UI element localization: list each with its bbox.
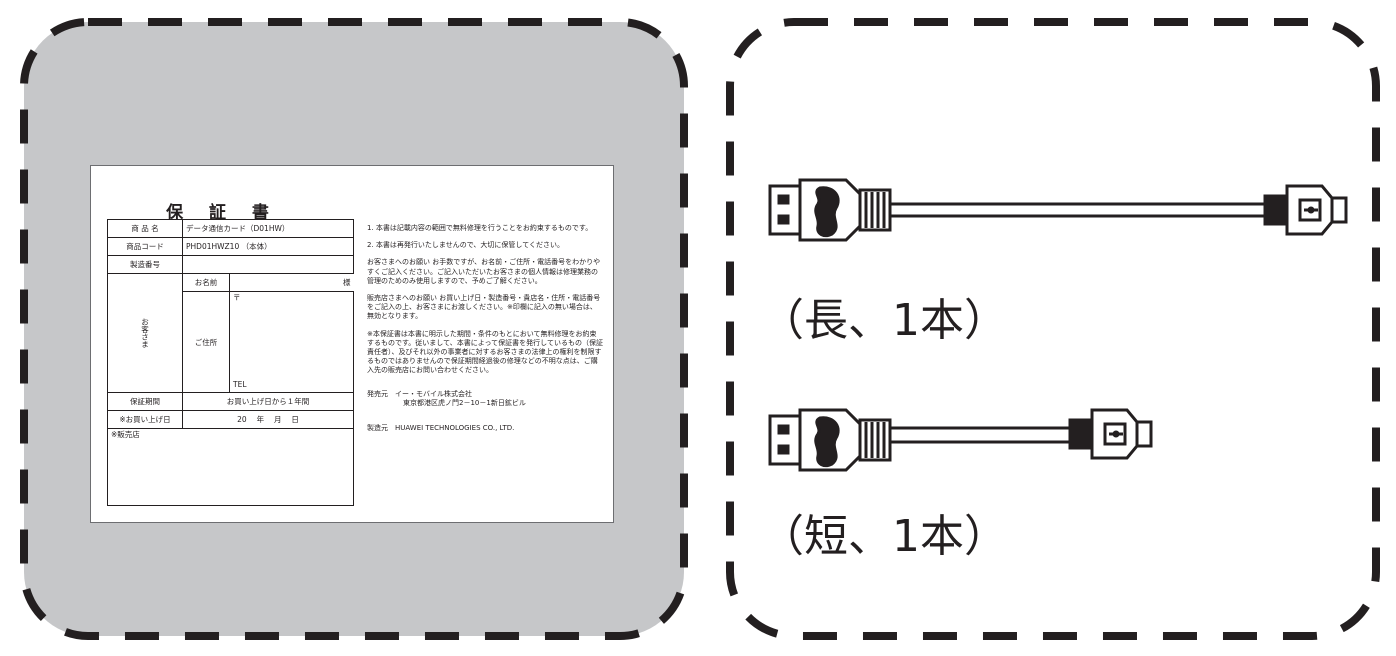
maker-name: HUAWEI TECHNOLOGIES CO., LTD.	[395, 424, 515, 433]
postal-mark: 〒	[233, 293, 241, 302]
period-value: お買い上げ日から１年間	[226, 397, 310, 406]
table-row: ※販売店	[107, 428, 354, 506]
serial-label: 製造番号	[107, 255, 183, 274]
period-label: 保証期間	[108, 393, 183, 410]
short-usb-cable	[768, 408, 1153, 472]
shop-label: ※販売店	[107, 428, 354, 506]
table-row: 商 品 名 データ通信カード（D01HW）	[107, 219, 354, 238]
short-cable-label: （短、1本）	[760, 511, 1008, 562]
seller-label: 発売元	[367, 389, 388, 398]
table-row: 商品コード PHD01HWZ10 （本体）	[107, 237, 354, 256]
note-4: 販売店さまへのお願い お買い上げ日・製造番号・貴店名・住所・電話番号をご記入の上…	[367, 294, 601, 321]
purchase-label: ※お買い上げ日	[108, 411, 183, 428]
table-row: ご住所 〒 TEL	[108, 291, 354, 393]
note-1: 1. 本書は記載内容の範囲で無料修理を行うことをお約束するものです。	[367, 224, 593, 232]
long-cable-label: （長、1本）	[760, 295, 1008, 346]
name-label: お名前	[183, 274, 230, 291]
warranty-table: 商 品 名 データ通信カード（D01HW） 商品コード PHD01HWZ10 （…	[107, 219, 354, 506]
product-code-value: PHD01HWZ10 （本体）	[182, 237, 354, 256]
right-panel-border	[726, 18, 1380, 640]
warranty-card: 保 証 書 商 品 名 データ通信カード（D01HW） 商品コード PHD01H…	[90, 165, 614, 523]
note-5: ※本保証書は本書に明示した期間・条件のもとにおいて無料修理をお約束するものです。…	[367, 329, 603, 375]
customer-label: お客さま	[107, 273, 183, 393]
product-name-label: 商 品 名	[107, 219, 183, 238]
warranty-title: 保 証 書	[166, 203, 279, 223]
address-label: ご住所	[183, 292, 230, 392]
table-row: お客さま お名前 様	[107, 273, 354, 393]
seller-address: 東京都港区虎ノ門2－10－1新日鉱ビル	[403, 398, 526, 407]
table-row: 製造番号	[107, 255, 354, 274]
long-usb-cable	[768, 178, 1348, 242]
table-row: ※お買い上げ日 20 年 月 日	[107, 410, 354, 429]
product-code-label: 商品コード	[107, 237, 183, 256]
serial-value	[182, 255, 354, 274]
product-name-value: データ通信カード（D01HW）	[182, 219, 354, 238]
maker-label: 製造元	[367, 424, 388, 433]
name-suffix: 様	[343, 278, 351, 287]
purchase-value: 20 年 月 日	[237, 415, 299, 424]
warranty-notes: 1. 本書は記載内容の範囲で無料修理を行うことをお約束するものです。 2. 本書…	[367, 224, 603, 441]
table-row: 保証期間 お買い上げ日から１年間	[107, 392, 354, 411]
note-3: お客さまへのお願い お手数ですが、お名前・ご住所・電話番号をわかりやすくご記入く…	[367, 258, 601, 285]
tel-label: TEL	[233, 380, 247, 389]
note-2: 2. 本書は再発行いたしませんので、大切に保管してください。	[367, 241, 564, 250]
seller-name: イー・モバイル株式会社	[395, 389, 472, 398]
